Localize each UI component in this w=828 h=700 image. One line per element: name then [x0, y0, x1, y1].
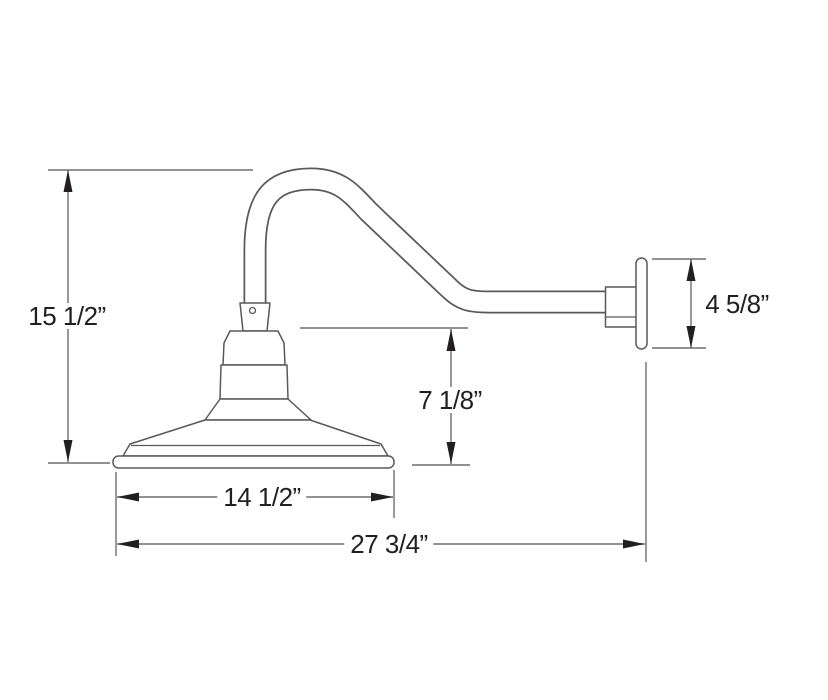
socket-neck — [239, 302, 271, 332]
arrow-up-icon — [446, 329, 456, 351]
label-shade-diameter: 14 1/2” — [217, 484, 307, 510]
label-backplate-height: 4 5/8” — [699, 291, 775, 317]
socket-body — [219, 364, 289, 400]
gooseneck-arm-fill — [245, 169, 607, 312]
label-shade-height: 7 1/8” — [412, 387, 488, 413]
dimension-arrowheads — [63, 170, 696, 549]
label-overall-height: 15 1/2” — [22, 303, 112, 329]
shade-cone — [122, 419, 389, 457]
arrow-up-icon — [686, 259, 696, 281]
arrow-up-icon — [63, 170, 73, 192]
shade-collar-flare — [204, 398, 312, 421]
arrow-right-icon — [623, 539, 645, 549]
set-screw-icon — [248, 306, 257, 315]
arrow-down-icon — [686, 326, 696, 348]
arrow-left-icon — [117, 492, 139, 502]
gooseneck-arm-outline — [243, 167, 607, 314]
socket-cap — [222, 330, 286, 366]
label-overall-projection: 27 3/4” — [344, 531, 434, 557]
shade-rim — [112, 455, 395, 469]
arrow-down-icon — [63, 440, 73, 462]
arrow-down-icon — [446, 442, 456, 464]
arrow-left-icon — [117, 539, 139, 549]
gooseneck-arm — [243, 167, 607, 314]
arrow-right-icon — [371, 492, 393, 502]
wall-backplate — [635, 257, 648, 350]
mounting-collar — [604, 286, 638, 328]
